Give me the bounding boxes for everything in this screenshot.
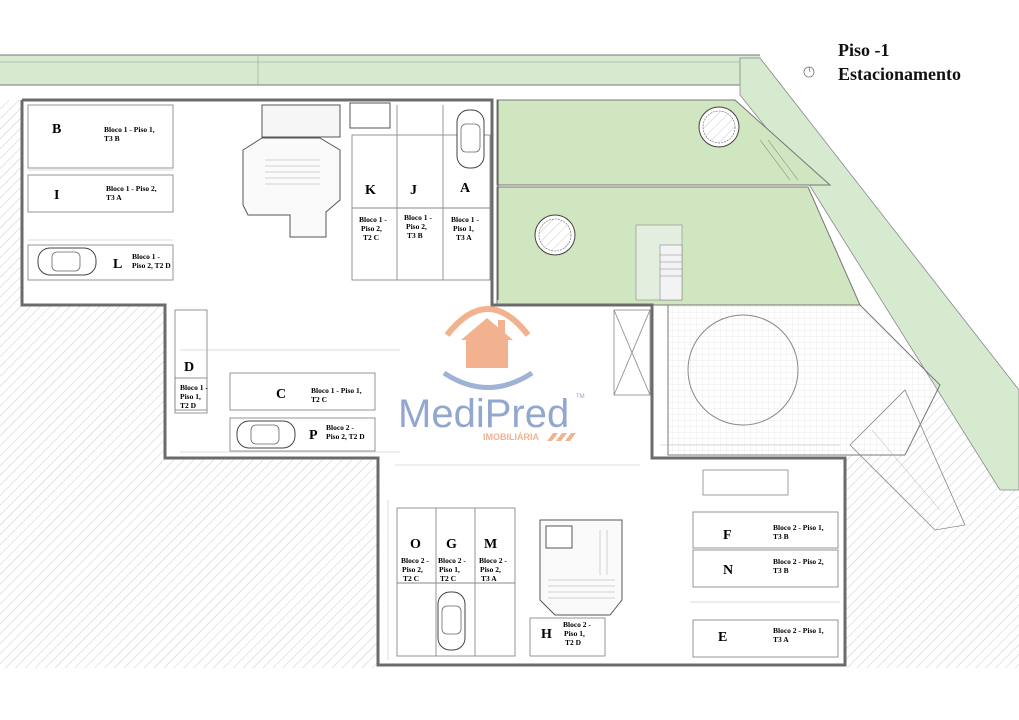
svg-text:Bloco 1 - Piso 1,T2 C: Bloco 1 - Piso 1,T2 C — [311, 386, 362, 404]
svg-text:Bloco 1 -Piso 1,T3 A: Bloco 1 -Piso 1,T3 A — [451, 215, 479, 242]
dimension-lines — [28, 169, 840, 660]
spot-letter: J — [410, 183, 417, 198]
garden-stairs — [635, 139, 799, 301]
svg-text:Bloco 2 - Piso 2,T3 B: Bloco 2 - Piso 2,T3 B — [773, 557, 824, 575]
svg-text:Bloco 1 - Piso 2,T3 A: Bloco 1 - Piso 2,T3 A — [106, 184, 157, 202]
spot-I: I Bloco 1 - Piso 2,T3 A — [54, 184, 157, 203]
spot-letter: O — [410, 537, 421, 552]
spot-letter: B — [52, 122, 61, 137]
spot-O: O Bloco 2 -Piso 2,T2 C — [401, 537, 429, 583]
spot-letter: E — [718, 630, 727, 645]
spot-letter: A — [460, 181, 471, 196]
svg-text:Bloco 2 -Piso 1,T2 D: Bloco 2 -Piso 1,T2 D — [563, 620, 591, 647]
spot-letter: C — [276, 387, 286, 402]
spot-letter: G — [446, 537, 457, 552]
svg-text:Bloco 2 - Piso 1,T3 B: Bloco 2 - Piso 1,T3 B — [773, 523, 824, 541]
north-arrow-icon — [803, 66, 815, 78]
logo-trademark: TM — [576, 394, 585, 400]
spot-L: L Bloco 1 -Piso 2, T2 D — [113, 252, 171, 272]
spot-letter: P — [309, 428, 318, 443]
svg-text:Bloco 2 -Piso 2, T2 D: Bloco 2 -Piso 2, T2 D — [326, 423, 365, 441]
spot-C: C Bloco 1 - Piso 1,T2 C — [276, 386, 362, 404]
svg-text:Bloco 1 - Piso 1,T3 B: Bloco 1 - Piso 1,T3 B — [104, 125, 155, 143]
spot-letter: I — [54, 188, 59, 203]
tree-icon — [534, 106, 740, 256]
svg-text:Bloco 1 -Piso 2, T2 D: Bloco 1 -Piso 2, T2 D — [132, 252, 171, 270]
spot-letter: F — [723, 528, 732, 543]
spot-letter: H — [541, 627, 552, 642]
spot-letter: M — [484, 537, 497, 552]
spot-letter: K — [365, 183, 376, 198]
building-walls — [20, 98, 847, 667]
parking-spots: B Bloco 1 - Piso 1,T3 B I Bloco 1 - Piso… — [52, 122, 824, 647]
spot-N: N Bloco 2 - Piso 2,T3 B — [723, 557, 824, 578]
svg-text:Bloco 2 -Piso 2,T3 A: Bloco 2 -Piso 2,T3 A — [479, 556, 507, 583]
garden-slope — [739, 57, 1019, 491]
logo-name: MediPred — [398, 392, 569, 436]
spot-M: M Bloco 2 -Piso 2,T3 A — [479, 537, 507, 583]
svg-text:Bloco 2 -Piso 2,T2 C: Bloco 2 -Piso 2,T2 C — [401, 556, 429, 583]
spot-letter: N — [723, 563, 733, 578]
spot-B: B Bloco 1 - Piso 1,T3 B — [52, 122, 155, 143]
svg-text:Bloco 1 -Piso 2,T3 B: Bloco 1 -Piso 2,T3 B — [404, 213, 432, 240]
spot-letter: L — [113, 257, 122, 272]
svg-text:Bloco 1 -Piso 1,T2 D: Bloco 1 -Piso 1,T2 D — [180, 383, 208, 410]
stair-core-1 — [242, 102, 391, 238]
stair-core-2 — [539, 519, 623, 616]
logo-subtitle: IMOBILIÁRIA — [483, 432, 539, 442]
page-subtitle: Estacionamento — [838, 64, 961, 84]
spot-H: H Bloco 2 -Piso 1,T2 D — [541, 620, 591, 647]
spot-F: F Bloco 2 - Piso 1,T3 B — [723, 523, 824, 543]
spot-letter: D — [184, 360, 194, 375]
svg-text:Bloco 2 - Piso 1,T3 A: Bloco 2 - Piso 1,T3 A — [773, 626, 824, 644]
car-icons — [37, 109, 485, 651]
spot-P: P Bloco 2 -Piso 2, T2 D — [309, 423, 365, 443]
medipred-logo: MediPred IMOBILIÁRIA TM — [398, 306, 585, 442]
page-title: Piso -1 — [838, 40, 890, 60]
spot-J: J Bloco 1 -Piso 2,T3 B — [404, 183, 432, 240]
svg-text:Bloco 1 -Piso 2,T2 C: Bloco 1 -Piso 2,T2 C — [359, 215, 387, 242]
spot-D: D Bloco 1 -Piso 1,T2 D — [180, 360, 208, 410]
parking-grid — [27, 104, 839, 658]
ramp-shafts — [613, 309, 789, 496]
spot-G: G Bloco 2 -Piso 1,T2 C — [438, 537, 466, 583]
courtyard — [667, 304, 966, 531]
spot-A: A Bloco 1 -Piso 1,T3 A — [451, 181, 479, 242]
spot-E: E Bloco 2 - Piso 1,T3 A — [718, 626, 824, 645]
spot-K: K Bloco 1 -Piso 2,T2 C — [359, 183, 387, 242]
svg-text:Bloco 2 -Piso 1,T2 C: Bloco 2 -Piso 1,T2 C — [438, 556, 466, 583]
street-strip — [0, 54, 760, 86]
